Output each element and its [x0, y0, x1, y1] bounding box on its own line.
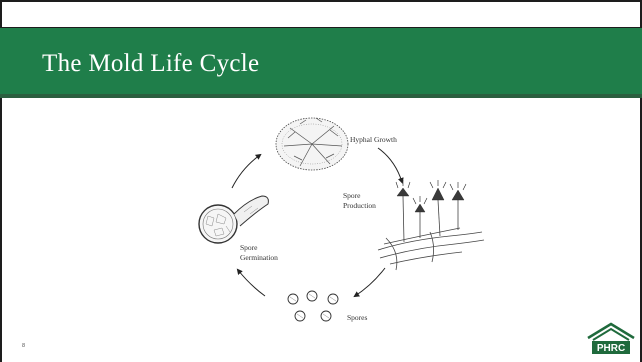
germination-illustration [199, 196, 268, 243]
label-spore-germination-1: Spore [240, 243, 258, 252]
label-spore-production-1: Spore [343, 191, 361, 200]
house-logo-icon: PHRC [586, 322, 636, 356]
logo-text: PHRC [597, 343, 625, 354]
hyphal-growth-illustration [276, 118, 348, 170]
label-spores: Spores [347, 313, 367, 322]
label-hyphal-growth: Hyphal Growth [350, 135, 397, 144]
label-spore-germination-2: Germination [240, 253, 278, 262]
arrow-spores-to-germination [238, 270, 265, 296]
spores-illustration [288, 291, 338, 321]
arrow-growth-to-production [378, 148, 402, 182]
arrow-production-to-spores [355, 268, 385, 296]
page-number: 8 [22, 343, 25, 349]
label-spore-production-2: Production [343, 201, 376, 210]
arrow-germination-to-growth [232, 155, 260, 188]
spore-production-illustration [378, 180, 484, 270]
